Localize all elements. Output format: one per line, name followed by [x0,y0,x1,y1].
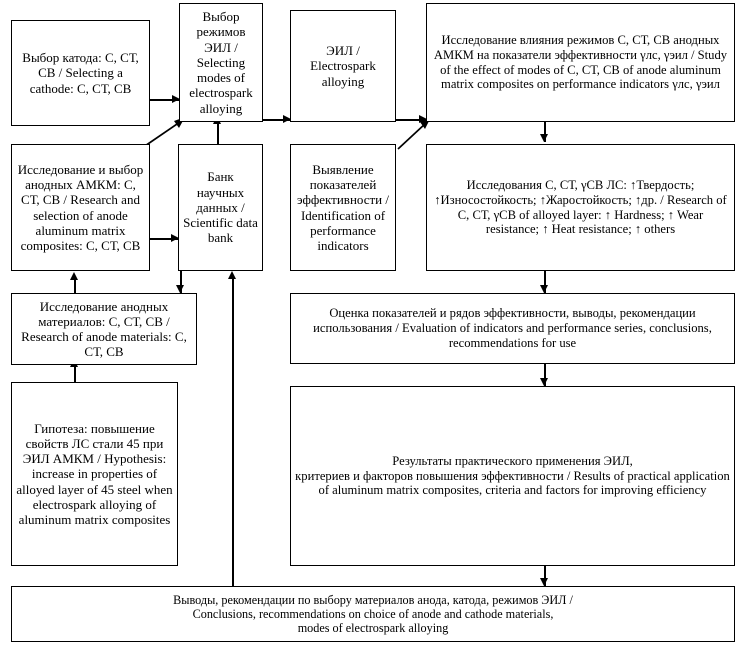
node-practical-results[interactable]: Результаты практического применения ЭИЛ,… [290,386,735,566]
arrowhead-bank-to-anodemat [176,285,184,293]
node-mode-selection-label: Выбор режимов ЭИЛ / Selecting modes of e… [189,9,253,116]
node-alloyed-layer-research[interactable]: Исследования С, СТ, γСВ ЛС: ↑Твердость; … [426,144,735,271]
node-electrospark-alloying[interactable]: ЭИЛ / Electrospark alloying [290,10,396,122]
node-practical-results-label: Результаты практического применения ЭИЛ,… [295,453,730,498]
arrowhead-study-to-alloyed [540,134,548,142]
connector-modes-to-esa [263,119,290,121]
connector-bank-to-anodemat [180,271,182,293]
connector-results-to-conclusions [544,566,546,586]
node-cathode-selection-label: Выбор катода: С, СТ, СВ / Selecting a ca… [22,50,139,96]
node-evaluation-label: Оценка показателей и рядов эффективности… [313,306,712,350]
arrowhead-eval-to-results [540,378,548,386]
node-performance-identification[interactable]: Выявление показателей эффективности / Id… [290,144,396,271]
connector-conclusions-to-bank [232,278,234,586]
connector-bank-to-modes [217,122,219,144]
node-anode-amkm-research-label: Исследование и выбор анодных АМКМ: С, СТ… [17,161,144,253]
connector-alloyed-to-eval [544,271,546,293]
node-data-bank[interactable]: Банк научных данных / Scientific data ba… [178,144,263,271]
connector-esa-to-study [396,119,426,121]
arrowhead-cathode-to-modes [172,95,180,103]
arrowhead-conclusions-to-bank [228,271,236,279]
node-hypothesis[interactable]: Гипотеза: повышение свойств ЛС стали 45 … [11,382,178,566]
node-electrospark-alloying-label: ЭИЛ / Electrospark alloying [310,43,376,89]
node-performance-identification-label: Выявление показателей эффективности / Id… [296,161,389,253]
node-data-bank-label: Банк научных данных / Scientific data ba… [183,169,258,246]
connector-eval-to-results [544,364,546,386]
node-anode-materials-research-label: Исследование анодных материалов: С, СТ, … [21,298,187,360]
connector-amkm-to-bank [150,238,178,240]
node-conclusions-label: Выводы, рекомендации по выбору материало… [173,592,573,636]
node-anode-materials-research[interactable]: Исследование анодных материалов: С, СТ, … [11,293,197,365]
node-hypothesis-label: Гипотеза: повышение свойств ЛС стали 45 … [16,420,173,527]
connector-study-to-alloyed [544,122,546,142]
node-cathode-selection[interactable]: Выбор катода: С, СТ, СВ / Selecting a ca… [11,20,150,126]
node-conclusions[interactable]: Выводы, рекомендации по выбору материало… [11,586,735,642]
arrowhead-anodemat-to-amkm [70,272,78,280]
node-study-influence[interactable]: Исследование влияния режимов С, СТ, СВ а… [426,3,735,122]
connector-hypothesis-to-anodemat [74,365,76,382]
node-study-influence-label: Исследование влияния режимов С, СТ, СВ а… [433,33,728,92]
arrowhead-alloyed-to-eval [540,285,548,293]
arrowhead-results-to-conclusions [540,578,548,586]
arrowhead-modes-to-esa [283,115,291,123]
connector-anodemat-to-amkm [74,278,76,295]
node-evaluation[interactable]: Оценка показателей и рядов эффективности… [290,293,735,364]
arrowhead-esa-to-study [419,115,427,123]
node-alloyed-layer-research-label: Исследования С, СТ, γСВ ЛС: ↑Твердость; … [434,178,727,237]
node-anode-amkm-research[interactable]: Исследование и выбор анодных АМКМ: С, СТ… [11,144,150,271]
node-mode-selection[interactable]: Выбор режимов ЭИЛ / Selecting modes of e… [179,3,263,122]
arrowhead-amkm-to-bank [171,234,179,242]
connector-cathode-to-modes [150,99,179,101]
